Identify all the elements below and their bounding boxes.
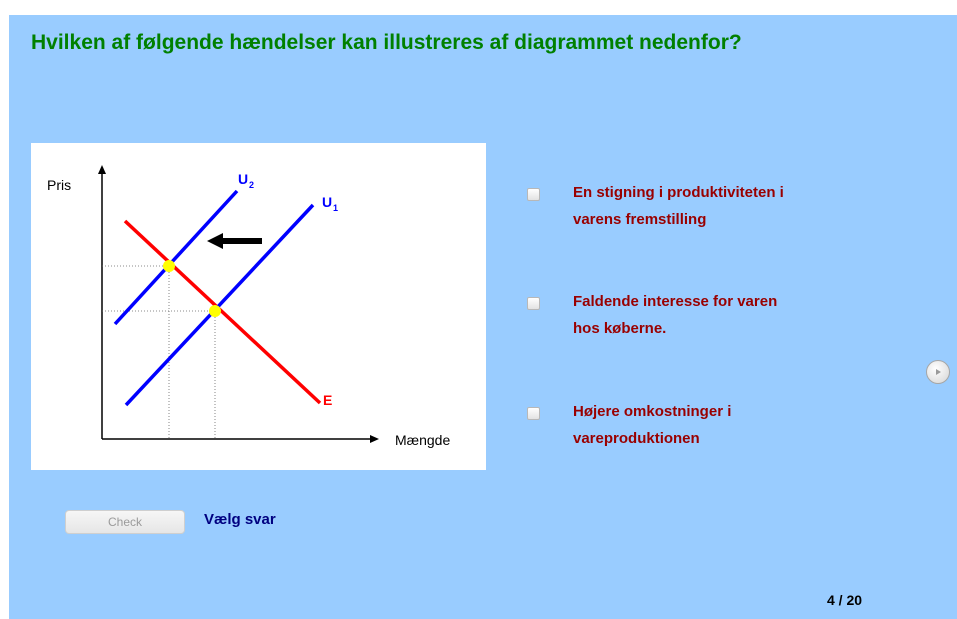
x-axis-arrow: [370, 435, 379, 443]
diagram-svg: Pris Mængde U 2 U 1 E: [47, 165, 450, 448]
y-axis-label: Pris: [47, 177, 71, 193]
shift-arrow-head: [207, 233, 223, 249]
curve-u2-label: U: [238, 171, 248, 187]
next-slide-button[interactable]: [926, 360, 950, 384]
supply-curve-u1: [124, 203, 315, 407]
option-1-label: En stigning i produktiviteten i varens f…: [573, 179, 873, 233]
supply-demand-diagram: Pris Mængde U 2 U 1 E: [31, 143, 486, 470]
y-axis-arrow: [98, 165, 106, 174]
option-1-line-2: varens fremstilling: [573, 211, 707, 228]
option-3-line-2: vareproduktionen: [573, 430, 700, 447]
play-icon: [936, 369, 941, 375]
question-text: Hvilken af følgende hændelser kan illust…: [31, 31, 742, 54]
option-1-line-1: En stigning i produktiviteten i: [573, 184, 784, 201]
supply-curve-u2: [113, 189, 239, 326]
check-button[interactable]: Check: [65, 510, 185, 534]
option-3-line-1: Højere omkostninger i: [573, 403, 732, 420]
page-counter: 4 / 20: [827, 592, 863, 608]
curve-u2-subscript: 2: [249, 180, 254, 190]
option-3-label: Højere omkostninger i vareproduktionen: [573, 398, 873, 452]
option-2-line-2: hos køberne.: [573, 320, 667, 337]
status-text: Vælg svar: [204, 511, 276, 528]
option-2-label: Faldende interesse for varen hos køberne…: [573, 288, 873, 342]
option-2-checkbox[interactable]: [527, 297, 540, 310]
curve-e-label: E: [323, 392, 332, 408]
equilibrium-point-new: [163, 260, 175, 272]
curve-u1-subscript: 1: [333, 203, 338, 213]
option-2-line-1: Faldende interesse for varen: [573, 293, 778, 310]
quiz-slide: Hvilken af følgende hændelser kan illust…: [9, 15, 957, 619]
curve-u1-label: U: [322, 194, 332, 210]
option-3-checkbox[interactable]: [527, 407, 540, 420]
equilibrium-point-old: [209, 305, 221, 317]
demand-curve-e: [123, 219, 322, 405]
x-axis-label: Mængde: [395, 432, 450, 448]
option-1-checkbox[interactable]: [527, 188, 540, 201]
